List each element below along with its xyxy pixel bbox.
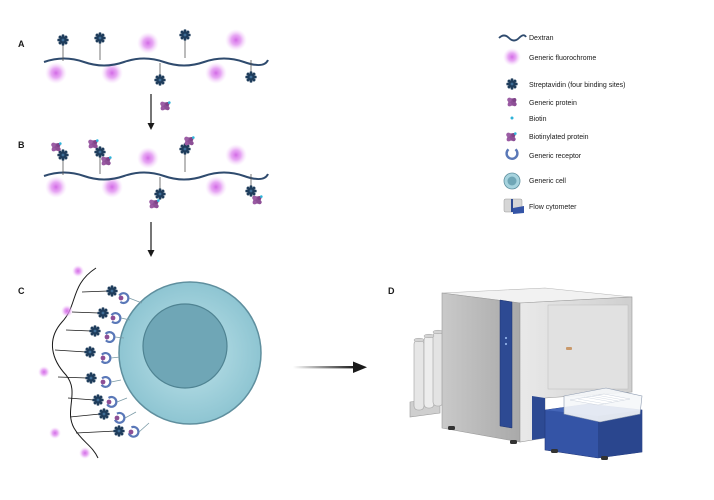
arrow-a-to-b — [147, 94, 171, 130]
streptavidin-icon — [506, 78, 518, 90]
panel-d: D — [388, 286, 643, 460]
fluorochromes-a — [45, 29, 247, 84]
legend-item-protein: Generic protein — [507, 97, 577, 107]
legend-label-streptavidin: Streptavidin (four binding sites) — [529, 82, 626, 89]
legend-item-flow-cytometer: Flow cytometer — [503, 198, 577, 214]
legend-item-cell: Generic cell — [503, 172, 566, 190]
arrow-c-to-d — [293, 361, 367, 373]
fluorochrome-icon — [503, 48, 521, 66]
protein-icon — [507, 97, 517, 107]
panel-a: A — [18, 29, 269, 86]
panel-label-b: B — [18, 140, 25, 150]
biotinylated-protein-icon — [506, 132, 516, 141]
panel-label-d: D — [388, 286, 395, 296]
flow-cytometer-icon — [503, 198, 524, 214]
legend-item-dextran: Dextran — [498, 34, 554, 42]
legend-label-receptor: Generic receptor — [529, 153, 582, 160]
arrow-b-to-c — [147, 222, 155, 257]
panel-label-a: A — [18, 39, 25, 49]
generic-cell-c — [118, 281, 262, 425]
proteins-c — [100, 295, 134, 435]
legend-label-protein: Generic protein — [529, 100, 577, 107]
legend-item-receptor: Generic receptor — [505, 148, 582, 161]
legend-item-biotin: Biotin — [510, 116, 547, 123]
legend-label-fluorochrome: Generic fluorochrome — [529, 55, 596, 62]
biotin-icon — [510, 116, 514, 120]
legend-item-fluorochrome: Generic fluorochrome — [503, 48, 596, 66]
cell-icon — [503, 172, 521, 190]
fluorochromes-c — [38, 265, 91, 459]
legend-label-flow-cytometer: Flow cytometer — [529, 204, 577, 211]
panel-label-c: C — [18, 286, 25, 296]
legend-item-biotinylated-protein: Biotinylated protein — [506, 132, 589, 141]
legend-label-biotin: Biotin — [529, 116, 547, 123]
legend-label-dextran: Dextran — [529, 35, 554, 42]
legend-label-biotinylated-protein: Biotinylated protein — [529, 134, 589, 141]
legend-item-streptavidin: Streptavidin (four binding sites) — [506, 78, 626, 90]
dextran-chain-c — [51, 267, 99, 459]
panel-b: B — [18, 136, 269, 208]
fluorochromes-b — [45, 144, 247, 198]
legend-label-cell: Generic cell — [529, 178, 566, 185]
receptor-icon — [505, 148, 519, 161]
dextran-chain-a — [43, 57, 269, 67]
panel-c: C — [18, 265, 262, 459]
flow-cytometer-d — [409, 287, 643, 460]
dextran-icon — [498, 34, 527, 42]
legend: Dextran Generic fluorochrome Streptavidi… — [498, 34, 626, 214]
dextran-chain-b — [43, 171, 269, 181]
